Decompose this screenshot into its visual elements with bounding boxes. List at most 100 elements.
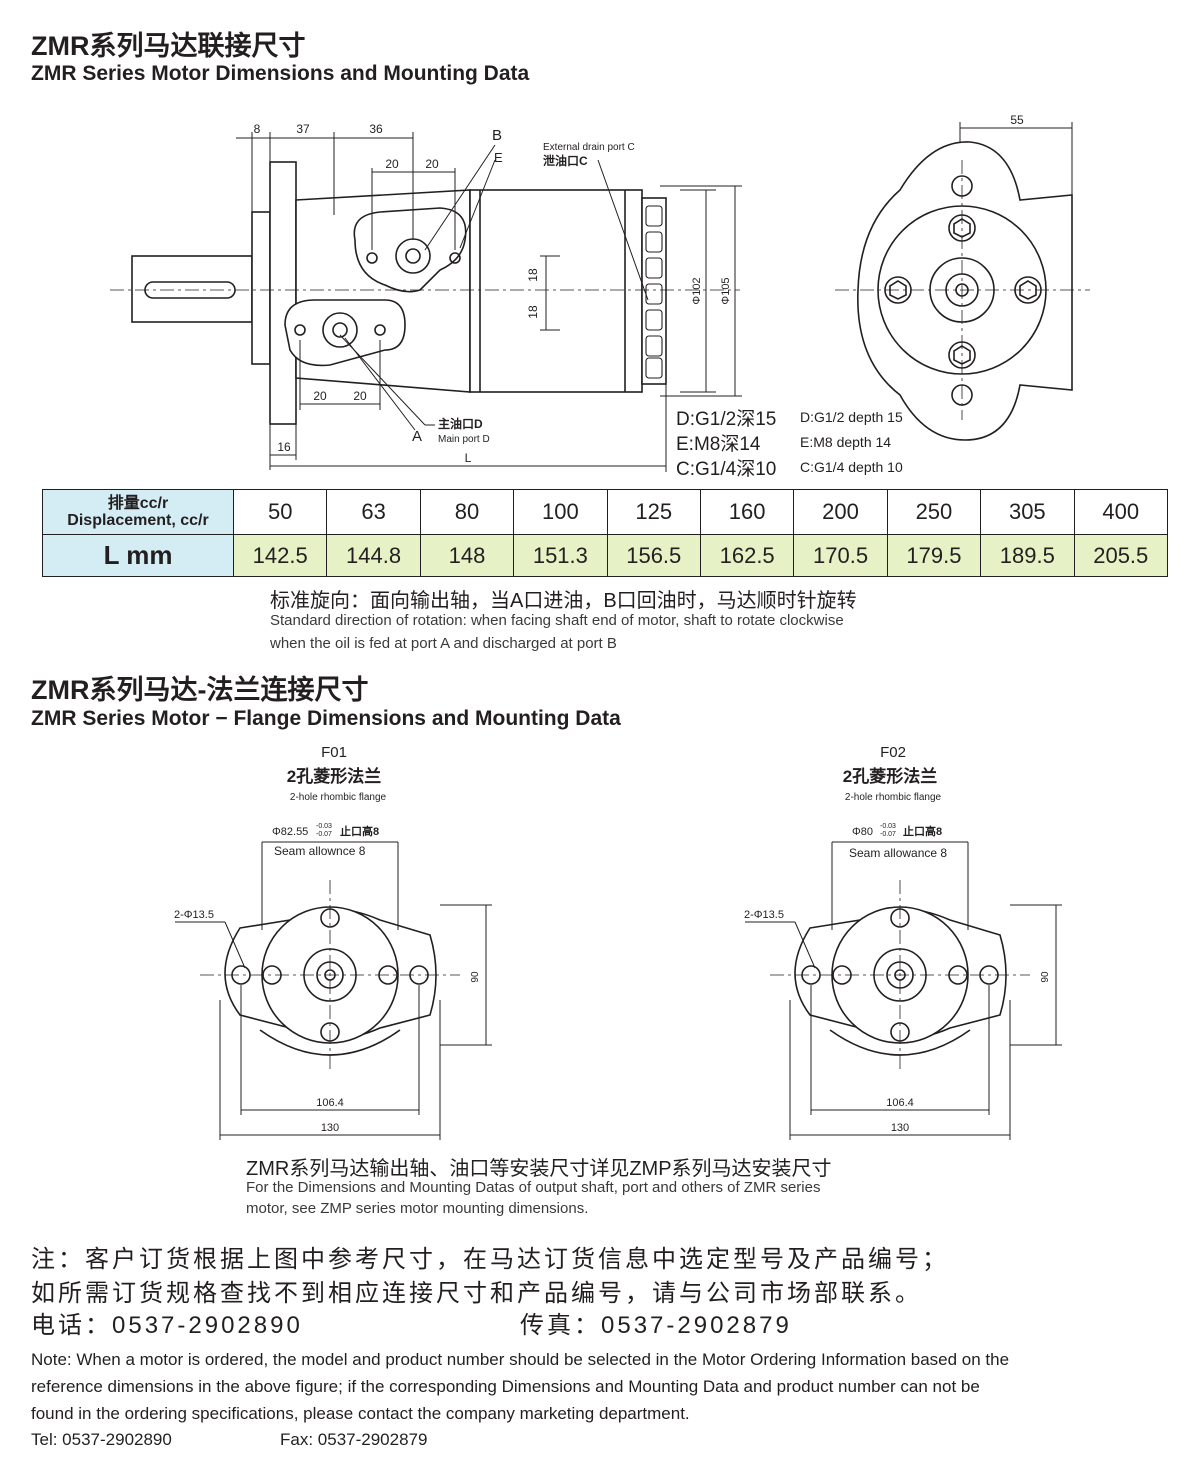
flange-f02-inner: 106.4 [886,1097,914,1109]
dim-phi105: Φ105 [720,277,732,304]
label-main-cn: 主油口D [438,416,483,431]
port-d-cn: D:G1/2深15 [676,408,776,430]
label-drain-cn: 泄油口C [543,153,588,168]
table-cell: 189.5 [980,534,1075,577]
flange-f02-name-cn: 2孔菱形法兰 [843,766,937,786]
flange-f02-hole: 2-Φ13.5 [744,909,784,921]
flange-f01-outer: 130 [321,1122,339,1134]
dim-20-bottom-right: 20 [353,389,367,403]
port-c-cn: C:G1/4深10 [676,458,776,480]
side-view-dimensions [236,122,1073,472]
label-main-en: Main port D [438,434,490,445]
flange-f01-name-en: 2-hole rhombic flange [290,792,387,803]
dim-phi102: Φ102 [691,277,703,304]
order-note-en-2: reference dimensions in the above figure… [31,1377,980,1396]
flange-f01-drawing [200,880,460,1070]
dim-20-bottom-left: 20 [313,389,327,403]
flange-f02-height: 90 [1040,971,1051,983]
dim-18-upper: 18 [526,268,540,282]
table-cell: 305 [980,488,1075,536]
section2-title-cn: ZMR系列马达-法兰连接尺寸 [31,675,369,705]
dim-16: 16 [277,440,291,454]
dim-36: 36 [369,122,383,136]
section2-title-en: ZMR Series Motor − Flange Dimensions and… [31,707,621,730]
flange-f01-hole: 2-Φ13.5 [174,909,214,921]
table-cell: 50 [232,488,328,536]
order-note-en-3: found in the ordering specifications, pl… [31,1404,690,1423]
flange-f02-pilot: Φ80 [852,826,873,838]
label-drain-en: External drain port C [543,142,635,153]
dim-20-top-right: 20 [425,157,439,171]
table-cell: 250 [886,488,982,536]
section1-title-en: ZMR Series Motor Dimensions and Mounting… [31,62,530,85]
table-row-length: L mm 142.5 144.8 148 151.3 156.5 162.5 1… [42,534,1169,577]
front-view-drawing [835,141,1090,441]
shaft-note-cn: ZMR系列马达输出轴、油口等安装尺寸详见ZMP系列马达安装尺寸 [246,1158,832,1180]
table-cell: 170.5 [793,534,888,577]
shaft-note-en-2: motor, see ZMP series motor mounting dim… [246,1200,589,1217]
order-note-cn-2: 如所需订货规格查找不到相应连接尺寸和产品编号，请与公司市场部联系。 [31,1280,922,1307]
dim-55: 55 [1010,113,1024,127]
flange-f01-code: F01 [321,744,347,761]
table-header-length: L mm [42,534,234,577]
flange-f01-pilot-suffix: 止口高8 [340,824,379,838]
dim-8: 8 [254,122,261,136]
table-header-displacement-cn: 排量cc/r [107,495,169,513]
table-cell: 80 [419,488,515,536]
port-d-en: D:G1/2 depth 15 [800,409,903,425]
tel-cn: 电话：0537-2902890 [31,1312,303,1339]
flange-f01-inner: 106.4 [316,1097,344,1109]
flange-f01-pilot: Φ82.55 [272,826,308,838]
shaft-note-en-1: For the Dimensions and Mounting Datas of… [246,1179,821,1196]
flange-f02-tol-up: -0.03 [880,823,896,830]
flange-f01-dimensions [175,841,492,1140]
flange-f02-pilot-suffix: 止口高8 [903,824,942,838]
table-cell: 125 [606,488,701,536]
table-header-displacement-en: Displacement, cc/r [67,512,209,530]
table-cell: 160 [699,488,795,536]
port-e-en: E:M8 depth 14 [800,434,891,450]
dim-37: 37 [296,122,310,136]
rotation-note-en-2: when the oil is fed at port A and discha… [270,635,617,652]
port-e-cn: E:M8深14 [676,433,761,455]
rotation-note-en-1: Standard direction of rotation: when fac… [270,612,844,629]
flange-f01-seam: Seam allownce 8 [274,844,366,858]
flange-f02-drawing [770,880,1030,1070]
dim-L: L [465,451,472,465]
port-c-en: C:G1/4 depth 10 [800,459,903,475]
table-cell: 142.5 [232,534,328,577]
table-cell: 144.8 [326,534,421,577]
fax-cn: 传真：0537-2902879 [520,1312,792,1339]
table-cell: 205.5 [1073,534,1169,577]
table-cell: 200 [793,488,888,536]
fax-en: Fax: 0537-2902879 [280,1430,428,1449]
dim-18-lower: 18 [526,305,540,319]
flange-f01-name-cn: 2孔菱形法兰 [287,766,381,786]
side-view-drawing [110,161,740,425]
order-note-cn-1: 注：客户订货根据上图中参考尺寸，在马达订货信息中选定型号及产品编号； [31,1246,949,1273]
table-cell: 63 [326,488,421,536]
label-E: E [494,150,503,165]
table-cell: 162.5 [699,534,795,577]
flange-f02-outer: 130 [891,1122,909,1134]
rotation-note-cn: 标准旋向：面向输出轴，当A口进油，B口回油时，马达顺时针旋转 [270,590,857,612]
flange-f01-tol-up: -0.03 [316,823,332,830]
displacement-length-table: 排量cc/r Displacement, cc/r 50 63 80 100 1… [42,488,1169,577]
table-row-displacement: 排量cc/r Displacement, cc/r 50 63 80 100 1… [42,488,1169,536]
flange-f02-dimensions [745,841,1062,1140]
table-cell: 148 [419,534,515,577]
flange-f02-name-en: 2-hole rhombic flange [845,792,942,803]
table-cell: 156.5 [606,534,701,577]
table-cell: 179.5 [886,534,982,577]
section1-title-cn: ZMR系列马达联接尺寸 [31,31,306,61]
dim-20-top-left: 20 [385,157,399,171]
order-note-en-1: Note: When a motor is ordered, the model… [31,1350,1010,1369]
flange-f02-code: F02 [880,744,906,761]
flange-f02-tol-down: -0.07 [880,831,896,838]
table-cell: 151.3 [513,534,608,577]
flange-f01-height: 90 [470,971,481,983]
flange-f01-tol-down: -0.07 [316,831,332,838]
tel-en: Tel: 0537-2902890 [31,1430,172,1449]
table-header-displacement: 排量cc/r Displacement, cc/r [42,488,234,536]
